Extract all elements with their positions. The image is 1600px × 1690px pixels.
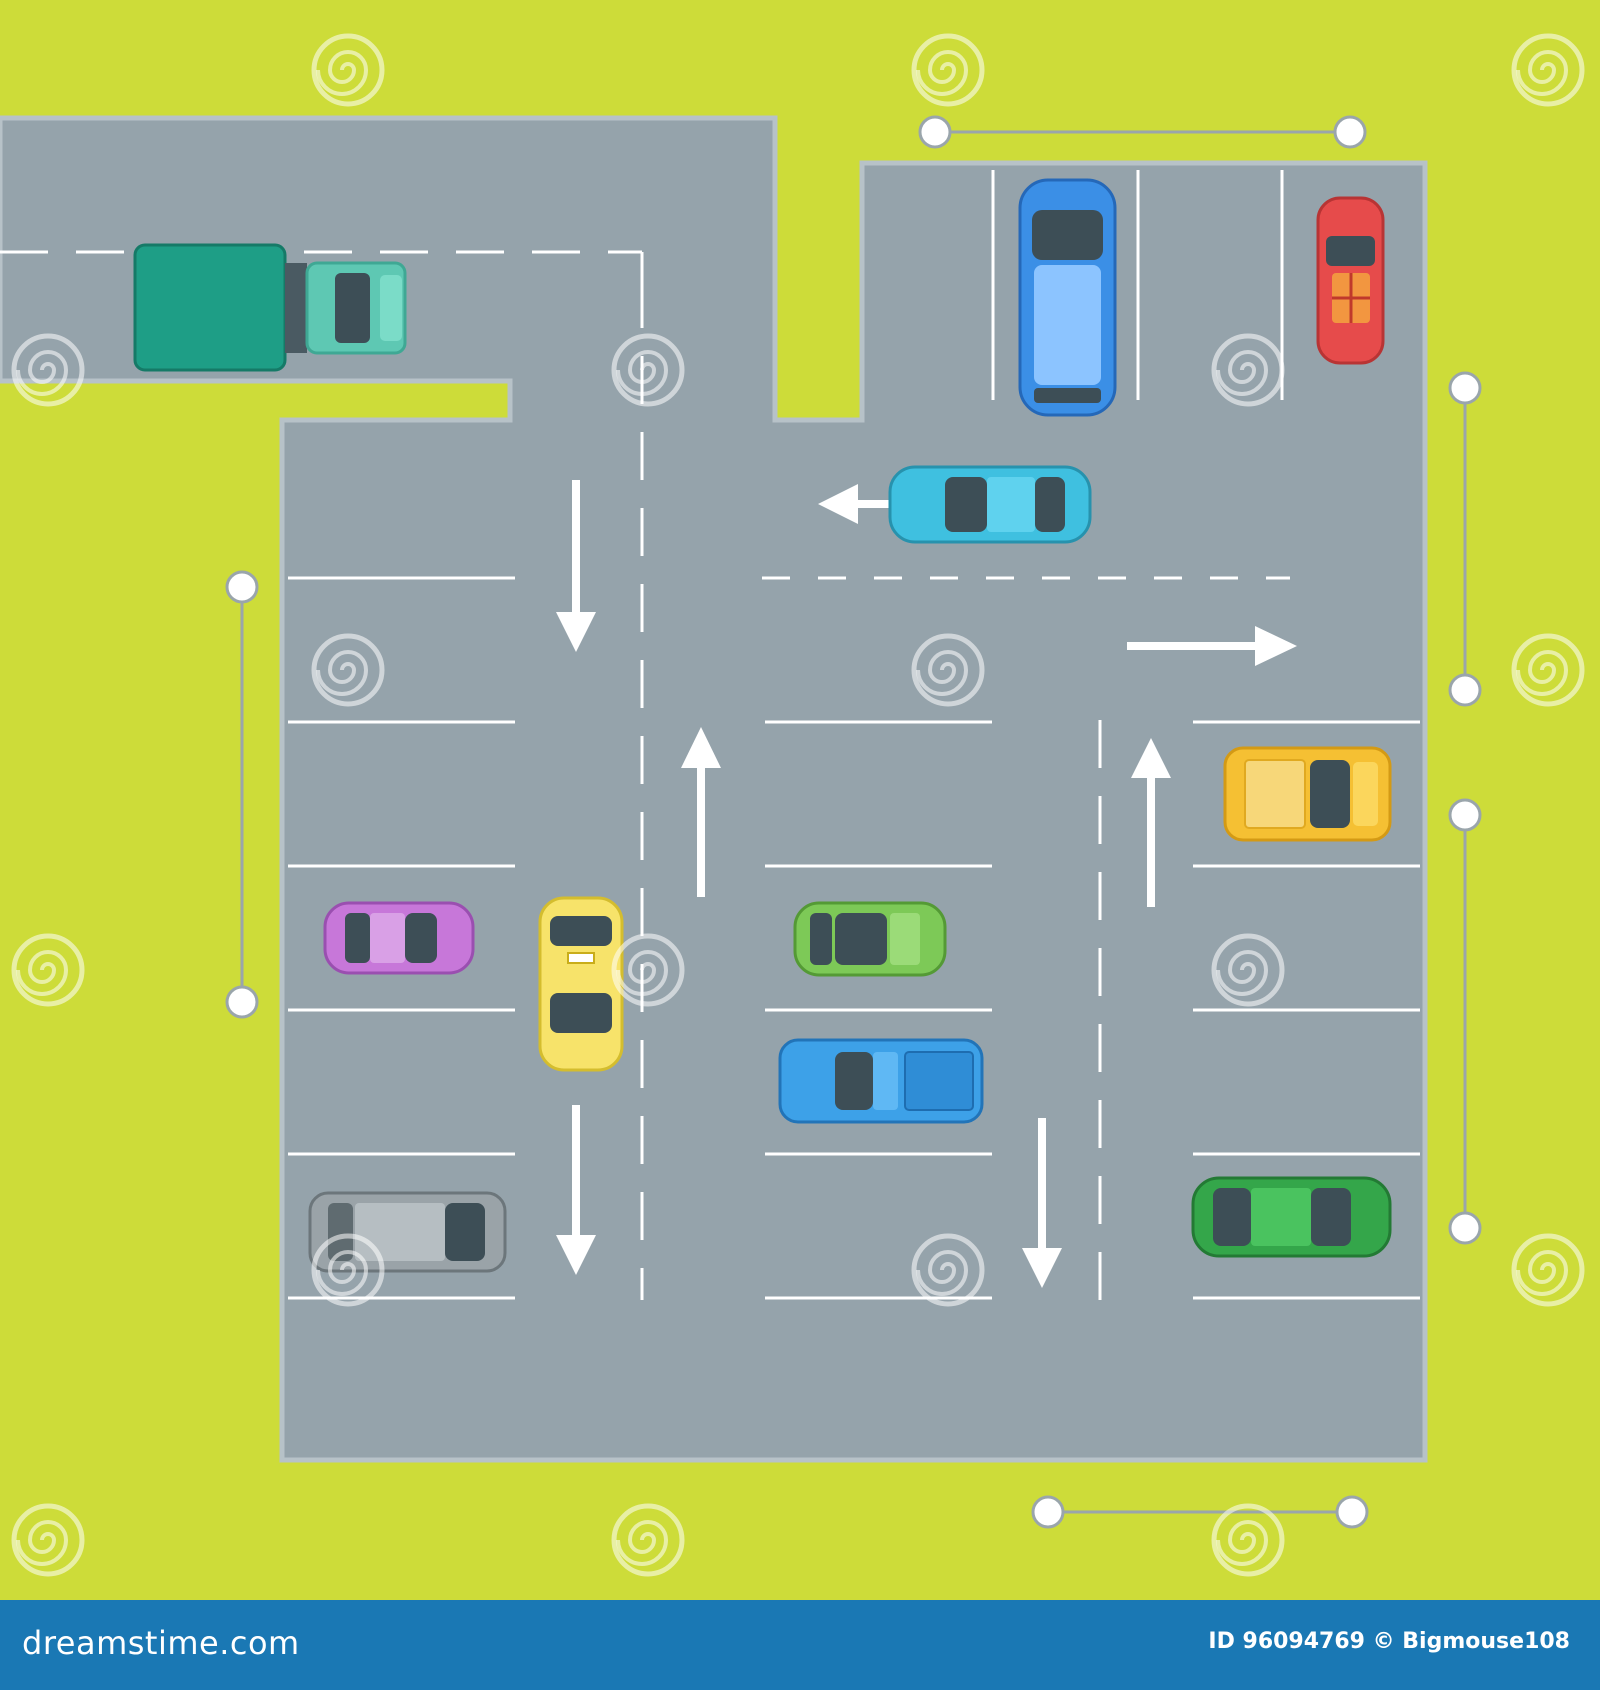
car-green [1191,1176,1392,1258]
footer-site-name[interactable]: dreamstime.com [22,1624,300,1662]
asphalt [0,115,1428,1463]
down-arrow-1 [556,480,596,652]
footer-bar: dreamstime.com ID 96094769 © Bigmouse108 [0,1600,1600,1690]
right-arrow [1127,626,1297,666]
minivan-blue [1018,178,1117,417]
wagon-gray [308,1191,507,1273]
road-markings [0,170,1420,1300]
car-cyan [888,465,1092,544]
up-arrow-2 [1131,738,1171,907]
taxi-yellow [538,896,624,1072]
car-purple [323,901,475,975]
pickup-blue [778,1038,984,1124]
dimension-lines [225,115,1482,1529]
car-lime [793,901,947,977]
down-arrow-2 [556,1105,596,1275]
up-arrow-1 [681,727,721,897]
convertible-red [1316,196,1385,365]
left-arrow [818,484,890,524]
down-arrow-3 [1022,1118,1062,1288]
truck [133,243,407,372]
pickup-yellow [1223,746,1392,842]
footer-image-id: ID 96094769 © Bigmouse108 [1208,1629,1570,1654]
